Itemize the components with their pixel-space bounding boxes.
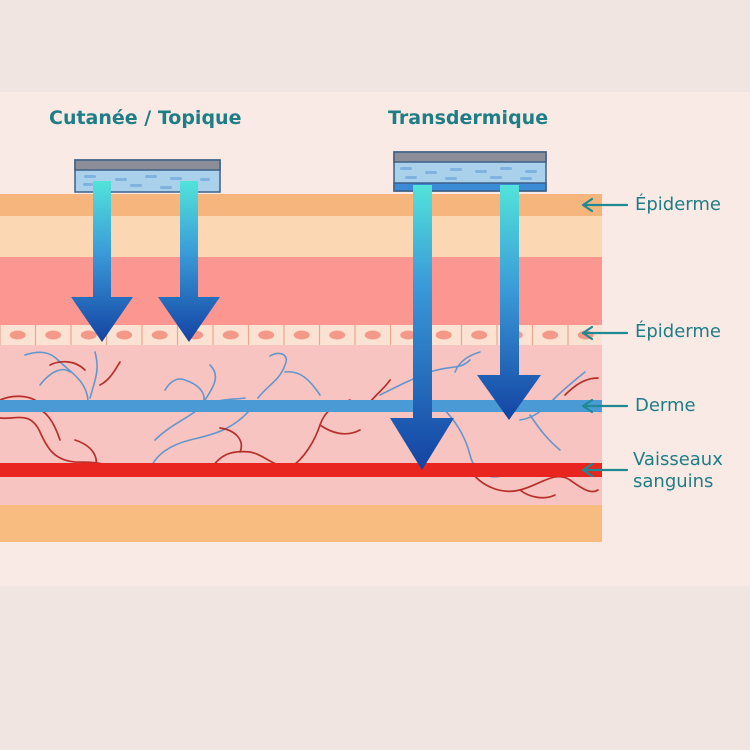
pointer-arrow-icon <box>581 325 629 341</box>
heading-transdermal: Transdermique <box>388 107 549 129</box>
cell-nucleus <box>293 330 310 340</box>
label-blood-vessels-line1: Vaisseaux <box>633 449 723 470</box>
pointer-arrow-icon <box>581 462 629 478</box>
epidermis-top-layer <box>0 194 602 216</box>
cell-nucleus <box>400 330 417 340</box>
cell-nucleus <box>116 330 133 340</box>
cell-nucleus <box>80 330 97 340</box>
topical-arrow-left <box>71 181 133 342</box>
cell-nucleus <box>222 330 239 340</box>
cell-nucleus <box>329 330 346 340</box>
artery-band <box>0 463 602 477</box>
cell-nucleus <box>151 330 168 340</box>
patch-gel-bubbles <box>83 175 210 189</box>
cell-nucleus <box>45 330 62 340</box>
heading-topical: Cutanée / Topique <box>49 107 242 129</box>
cell-nucleus <box>542 330 559 340</box>
topical-arrow-right <box>158 181 220 342</box>
pointer-arrow-icon <box>581 398 629 414</box>
label-dermis: Derme <box>635 395 696 416</box>
pointer-arrow-icon <box>581 197 629 213</box>
transdermal-patch <box>393 151 547 192</box>
cell-nucleus <box>9 330 26 340</box>
label-epidermis-lower: Épiderme <box>635 321 721 342</box>
cell-nucleus <box>471 330 488 340</box>
capillary-network <box>0 351 599 499</box>
vein-band <box>0 400 602 412</box>
cell-nucleus <box>435 330 452 340</box>
label-epidermis-top: Épiderme <box>635 194 721 215</box>
subcutis-layer <box>0 505 602 542</box>
transdermal-arrow-short <box>477 185 541 420</box>
patch-gel-bubbles <box>400 167 537 180</box>
cell-nucleus <box>364 330 381 340</box>
label-blood-vessels-line2: sanguins <box>633 471 714 492</box>
transdermal-arrow-long <box>390 185 454 470</box>
cell-nucleus <box>258 330 275 340</box>
